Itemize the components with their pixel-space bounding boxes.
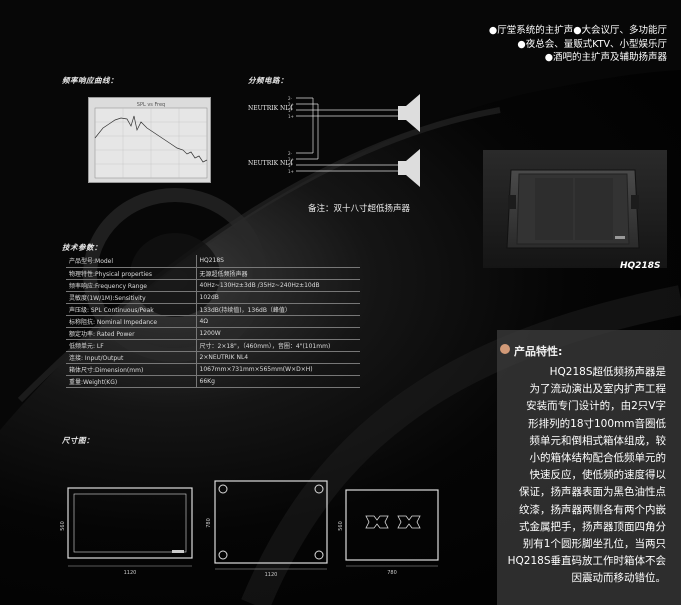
- application-item: ●酒吧的主扩声及辅助扬声器: [544, 52, 667, 63]
- side-height-label: 560: [338, 521, 344, 531]
- top-view-drawing: 1120 780: [206, 480, 328, 578]
- feature-line: 式金属把手，扬声器顶面四角分: [519, 520, 666, 533]
- spec-value: 1200W: [196, 327, 360, 340]
- spec-value: HQ218S: [196, 255, 360, 268]
- spec-row: 重量:Weight(KG)66Kg: [66, 375, 360, 388]
- svg-text:2-: 2-: [288, 151, 293, 156]
- connector-label: NEUTRIK NL4: [248, 105, 293, 112]
- product-photo: [483, 150, 667, 268]
- front-view-drawing: 1120 560: [60, 487, 193, 576]
- spec-value: 66Kg: [196, 375, 360, 388]
- feature-line: HQ218S超低频扬声器是: [549, 366, 666, 378]
- svg-text:2-: 2-: [288, 96, 293, 101]
- spec-key: 箱体尺寸:Dimension(mm): [66, 363, 197, 376]
- freq-response-label: 频率响应曲线：: [62, 76, 118, 85]
- feature-line: 纹漆，扬声器两侧各有两个内嵌: [519, 503, 666, 516]
- application-item: ●夜总会、量贩式KTV、小型娱乐厅: [517, 38, 667, 50]
- spec-value: 102dB: [196, 291, 360, 304]
- spec-key: 低频单元: LF: [66, 339, 197, 352]
- feature-line: 别有1个圆形脚坐孔位，当两只: [522, 538, 666, 551]
- feature-line: 因震动而移动错位。: [571, 572, 667, 585]
- spec-value: 无源超低频扬声器: [196, 267, 360, 280]
- svg-text:1-: 1-: [288, 163, 293, 168]
- frequency-response-graph: SPL vs Freq: [88, 97, 211, 183]
- side-depth-label: 780: [387, 570, 397, 576]
- spec-value: 133dB(持续值)，136dB（峰值）: [196, 303, 360, 316]
- feature-title: 产品特性:: [514, 345, 563, 358]
- spec-value: 1067mm×731mm×565mm(W×D×H): [196, 363, 360, 376]
- spec-key: 声压级: SPL Continuous/Peak: [66, 303, 197, 316]
- feature-line: 小的箱体结构配合低频单元的: [529, 452, 667, 465]
- spec-key: 额定功率: Rated Power: [66, 327, 197, 340]
- dimension-label: 尺寸图：: [62, 436, 94, 445]
- application-list: ●厅堂系统的主扩声●大会议厅、多功能厅 ●夜总会、量贩式KTV、小型娱乐厅 ●酒…: [437, 24, 667, 65]
- spec-key: 产品型号:Model: [66, 255, 197, 268]
- feature-line: 形排列的18寸100mm音圈低: [528, 417, 666, 430]
- feature-panel: [497, 330, 681, 605]
- svg-text:2+: 2+: [288, 102, 294, 107]
- spec-value: 4Ω: [196, 315, 360, 328]
- feature-line: 安装而专门设计的，由2只V字: [526, 400, 666, 413]
- spec-value: 2×NEUTRIK NL4: [196, 351, 360, 364]
- spec-key: 灵敏度(1W/1M):Sensitivity: [66, 291, 197, 304]
- connector-label: NEUTRIK NL4: [248, 160, 293, 167]
- top-depth-label: 780: [206, 518, 212, 528]
- svg-text:2+: 2+: [288, 157, 294, 162]
- wiring-note: 备注：双十八寸超低扬声器: [308, 204, 411, 214]
- svg-text:1+: 1+: [288, 114, 294, 119]
- feature-line: 为了流动演出及室内扩声工程: [529, 383, 667, 396]
- spec-label: 技术参数：: [62, 243, 102, 252]
- crossover-wiring-diagram: NEUTRIK NL4 NEUTRIK NL4 2-2+ 1-1+ 2-2+ 1…: [248, 94, 420, 187]
- feature-line: 保证，扬声器表面为黑色油性点: [519, 486, 666, 499]
- front-height-label: 560: [60, 521, 66, 531]
- spec-key: 重量:Weight(KG): [66, 375, 197, 388]
- feature-bullet-icon: [500, 344, 510, 354]
- front-width-label: 1120: [124, 570, 137, 576]
- wiring-label: 分频电路：: [248, 76, 288, 85]
- spec-value: 尺寸：2×18"，（460mm），音圈：4"(101mm): [196, 339, 360, 352]
- spec-row: 箱体尺寸:Dimension(mm)1067mm×731mm×565mm(W×D…: [66, 363, 360, 376]
- spec-value: 40Hz~130Hz±3dB /35Hz~240Hz±10dB: [196, 279, 360, 292]
- feature-description: HQ218S超低频扬声器是为了流动演出及室内扩声工程安装而专门设计的，由2只V字…: [470, 364, 666, 588]
- graph-title: SPL vs Freq: [137, 102, 165, 108]
- product-model-name: HQ218S: [620, 261, 661, 271]
- feature-line: 快速反应，使低频的速度得以: [529, 469, 667, 482]
- application-item: ●厅堂系统的主扩声●大会议厅、多功能厅: [488, 25, 667, 36]
- top-width-label: 1120: [265, 572, 278, 578]
- side-view-drawing: 780 560: [338, 489, 439, 576]
- svg-text:1+: 1+: [288, 169, 294, 174]
- feature-line: HQ218S垂直码放工作时箱体不会: [507, 555, 666, 568]
- spec-key: 标称阻抗: Nominal Impedance: [66, 315, 197, 328]
- spec-key: 频率响应:Frequency Range: [66, 279, 197, 292]
- spec-key: 连接: Input/Output: [66, 351, 197, 364]
- spec-key: 物理特性:Physical properties: [66, 267, 197, 280]
- feature-line: 频单元和倒相式箱体组成，较: [529, 434, 667, 447]
- svg-text:1-: 1-: [288, 108, 293, 113]
